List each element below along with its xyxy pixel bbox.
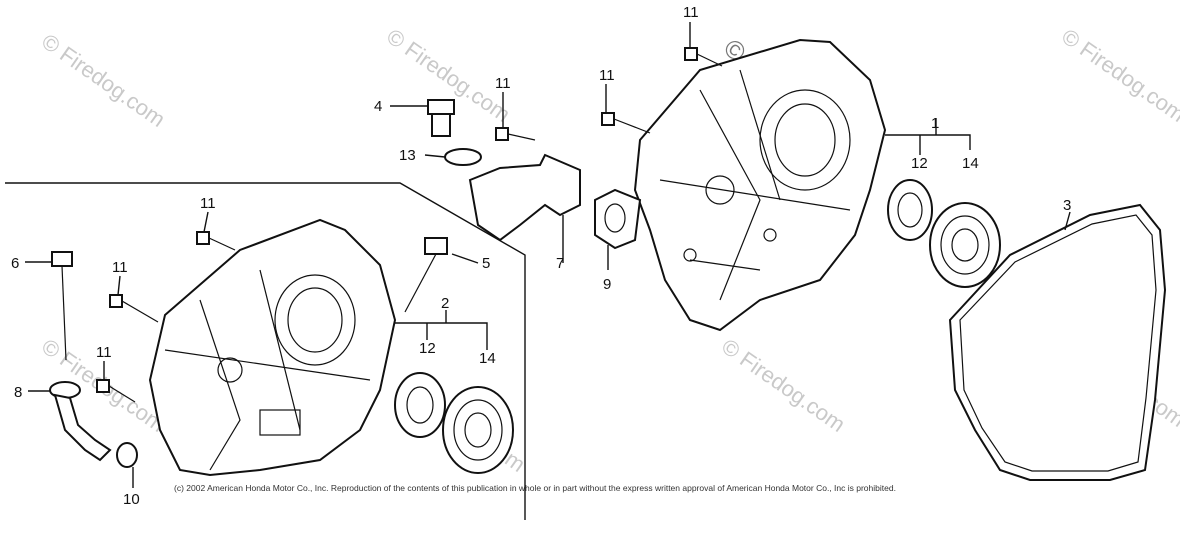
elbow-pipe [468,153,581,242]
watermark: © Firedog.com [717,334,850,437]
bolt [109,294,159,323]
oil-filler-neck [49,381,112,462]
gasket-plate-hole [604,203,626,233]
bolt [495,127,536,141]
bearing-upper [929,202,1001,288]
gasket-plate [594,188,642,250]
callout-11: 11 [599,67,615,84]
callout-10: 10 [123,491,140,508]
callout-labels: 1 2 3 4 5 6 7 8 9 10 11 11 11 11 11 11 1… [11,4,1071,508]
callout-11: 11 [683,4,699,21]
bolt [196,231,236,251]
callout-9: 9 [603,276,611,293]
bolt [601,112,651,134]
watermark: © Firedog.com [1057,24,1180,127]
callout-14: 14 [962,155,979,172]
callout-5: 5 [482,255,490,272]
drain-plug [116,442,138,468]
section-divider [5,182,526,520]
oil-seal-lower [394,372,446,438]
callout-14: 14 [479,350,496,367]
callout-11: 11 [96,344,112,361]
callout-13: 13 [399,147,416,164]
watermark: © Firedog.com [37,29,170,132]
callout-1: 1 [931,115,939,132]
copyright-notice: (c) 2002 American Honda Motor Co., Inc. … [174,483,896,493]
leader-lines [25,22,1071,488]
callout-11: 11 [112,259,128,276]
bolt [96,379,136,403]
crankcase-cover-left [148,218,397,477]
callout-12: 12 [419,340,436,357]
callout-3: 3 [1063,197,1071,214]
crankcase-cover-right [633,38,887,332]
callout-12: 12 [911,155,928,172]
level-switch [404,237,448,313]
bolt [684,47,723,67]
dipstick [51,251,73,361]
o-ring [444,148,482,166]
callout-11: 11 [495,75,511,92]
callout-11: 11 [200,195,216,212]
callout-7: 7 [556,255,564,272]
callout-8: 8 [14,384,22,401]
callout-4: 4 [374,98,382,115]
gasket-inner [959,214,1157,472]
oil-seal-upper [887,179,933,241]
breather-cap [427,99,455,137]
bearing-lower [442,386,514,474]
callout-6: 6 [11,255,19,272]
callout-2: 2 [441,295,449,312]
